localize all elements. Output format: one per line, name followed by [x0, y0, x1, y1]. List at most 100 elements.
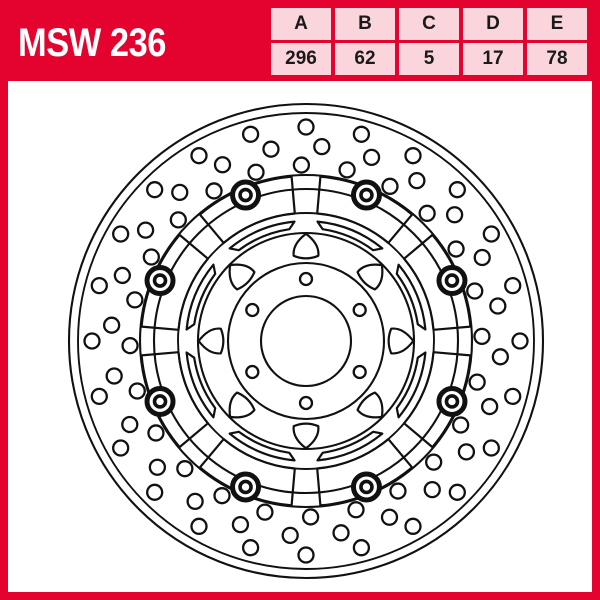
hub-relief	[197, 327, 225, 355]
carrier-window	[316, 220, 384, 252]
drill-hole	[205, 182, 223, 200]
carrier-window	[395, 351, 427, 419]
drill-hole	[190, 147, 208, 165]
carrier-window	[185, 351, 217, 419]
drill-hole	[445, 206, 464, 224]
drill-hole	[408, 171, 426, 190]
carrier-window	[228, 430, 296, 462]
drill-hole	[447, 240, 465, 258]
spec-header-d: D	[463, 8, 523, 40]
rivet-pin	[444, 394, 460, 409]
spec-table: A B C D E 296 62 5 17 78	[268, 5, 590, 78]
hub-relief	[292, 422, 320, 450]
drill-hole	[213, 156, 232, 174]
drill-hole	[473, 248, 491, 267]
carrier-vane-slot	[403, 351, 472, 449]
drill-hole	[362, 148, 381, 167]
spec-header-e: E	[527, 8, 587, 40]
drill-hole	[504, 387, 522, 406]
drill-hole	[213, 487, 231, 505]
drawing-area	[8, 81, 592, 592]
spec-table-header-row: A B C D E	[271, 8, 587, 40]
bolt-hole	[352, 302, 367, 318]
hub-relief	[387, 327, 415, 355]
disc-outer-edge	[67, 102, 545, 580]
spec-value-c: 5	[399, 43, 459, 75]
drill-hole	[313, 137, 331, 156]
carrier-outer-edge	[152, 187, 460, 495]
carrier-vane-slot	[140, 351, 209, 449]
rivet-pin	[152, 394, 168, 409]
drill-hole	[83, 332, 101, 350]
drill-hole	[448, 181, 466, 199]
carrier-vane-slot	[316, 175, 414, 244]
bolt-hole	[298, 271, 314, 287]
drill-hole	[380, 508, 399, 526]
hub-outer-edge	[226, 261, 386, 421]
drill-hole	[292, 156, 311, 174]
drill-hole	[136, 221, 155, 239]
bolt-hole	[245, 364, 260, 380]
drill-hole	[418, 204, 436, 222]
drill-hole	[297, 546, 315, 564]
drill-hole	[121, 415, 139, 434]
drill-hole	[381, 177, 399, 195]
hub-center-bore	[259, 294, 353, 388]
drill-hole	[352, 539, 371, 557]
drill-hole	[457, 443, 476, 461]
drill-hole	[511, 332, 529, 350]
drill-hole	[404, 517, 422, 535]
bolt-hole	[352, 364, 367, 380]
drill-hole	[352, 125, 371, 143]
hub-relief	[356, 391, 384, 419]
carrier-inner-ring	[177, 212, 435, 470]
drill-hole	[146, 483, 164, 501]
carrier-vane-slot	[316, 438, 414, 507]
drill-hole	[262, 140, 280, 158]
carrier-window	[185, 263, 217, 331]
drill-hole	[142, 248, 160, 266]
drill-hole	[112, 225, 130, 243]
drill-hole	[423, 480, 441, 499]
page-title: MSW 236	[18, 21, 167, 65]
carrier-window	[395, 263, 427, 331]
hub-relief	[356, 263, 384, 291]
braking-surface-inner-edge	[138, 173, 474, 509]
bolt-hole	[298, 395, 314, 411]
drill-hole	[256, 503, 274, 521]
drill-hole	[473, 327, 491, 346]
drill-hole	[190, 517, 208, 535]
drill-hole	[147, 424, 165, 442]
drill-hole	[241, 125, 260, 143]
disc-outer-inner-edge	[77, 112, 535, 570]
drill-hole	[105, 367, 123, 385]
drill-hole	[448, 483, 466, 501]
carrier-vane-slot	[403, 233, 472, 331]
rivet-pin	[359, 479, 374, 495]
hub-relief	[228, 391, 256, 419]
spec-value-b: 62	[335, 43, 395, 75]
rivet-pin	[238, 187, 253, 203]
drill-hole	[468, 373, 486, 391]
drill-hole	[489, 297, 507, 315]
spec-value-d: 17	[463, 43, 523, 75]
drill-hole	[247, 163, 265, 181]
drill-hole	[482, 225, 500, 243]
drill-hole	[241, 539, 260, 557]
drill-hole	[301, 508, 320, 526]
carrier-vane-slot	[198, 438, 296, 507]
drill-hole	[504, 276, 522, 295]
hub-relief	[292, 232, 320, 260]
bolt-hole	[245, 302, 260, 318]
rivet-pin	[238, 479, 253, 495]
drill-hole	[169, 211, 187, 229]
hub-relief	[228, 263, 256, 291]
drill-hole	[90, 387, 108, 406]
drill-hole	[338, 161, 356, 179]
carrier-vane-slot	[198, 175, 296, 244]
drill-hole	[452, 416, 470, 434]
drill-hole	[146, 181, 164, 199]
spec-header-a: A	[271, 8, 331, 40]
drill-hole	[186, 492, 204, 511]
